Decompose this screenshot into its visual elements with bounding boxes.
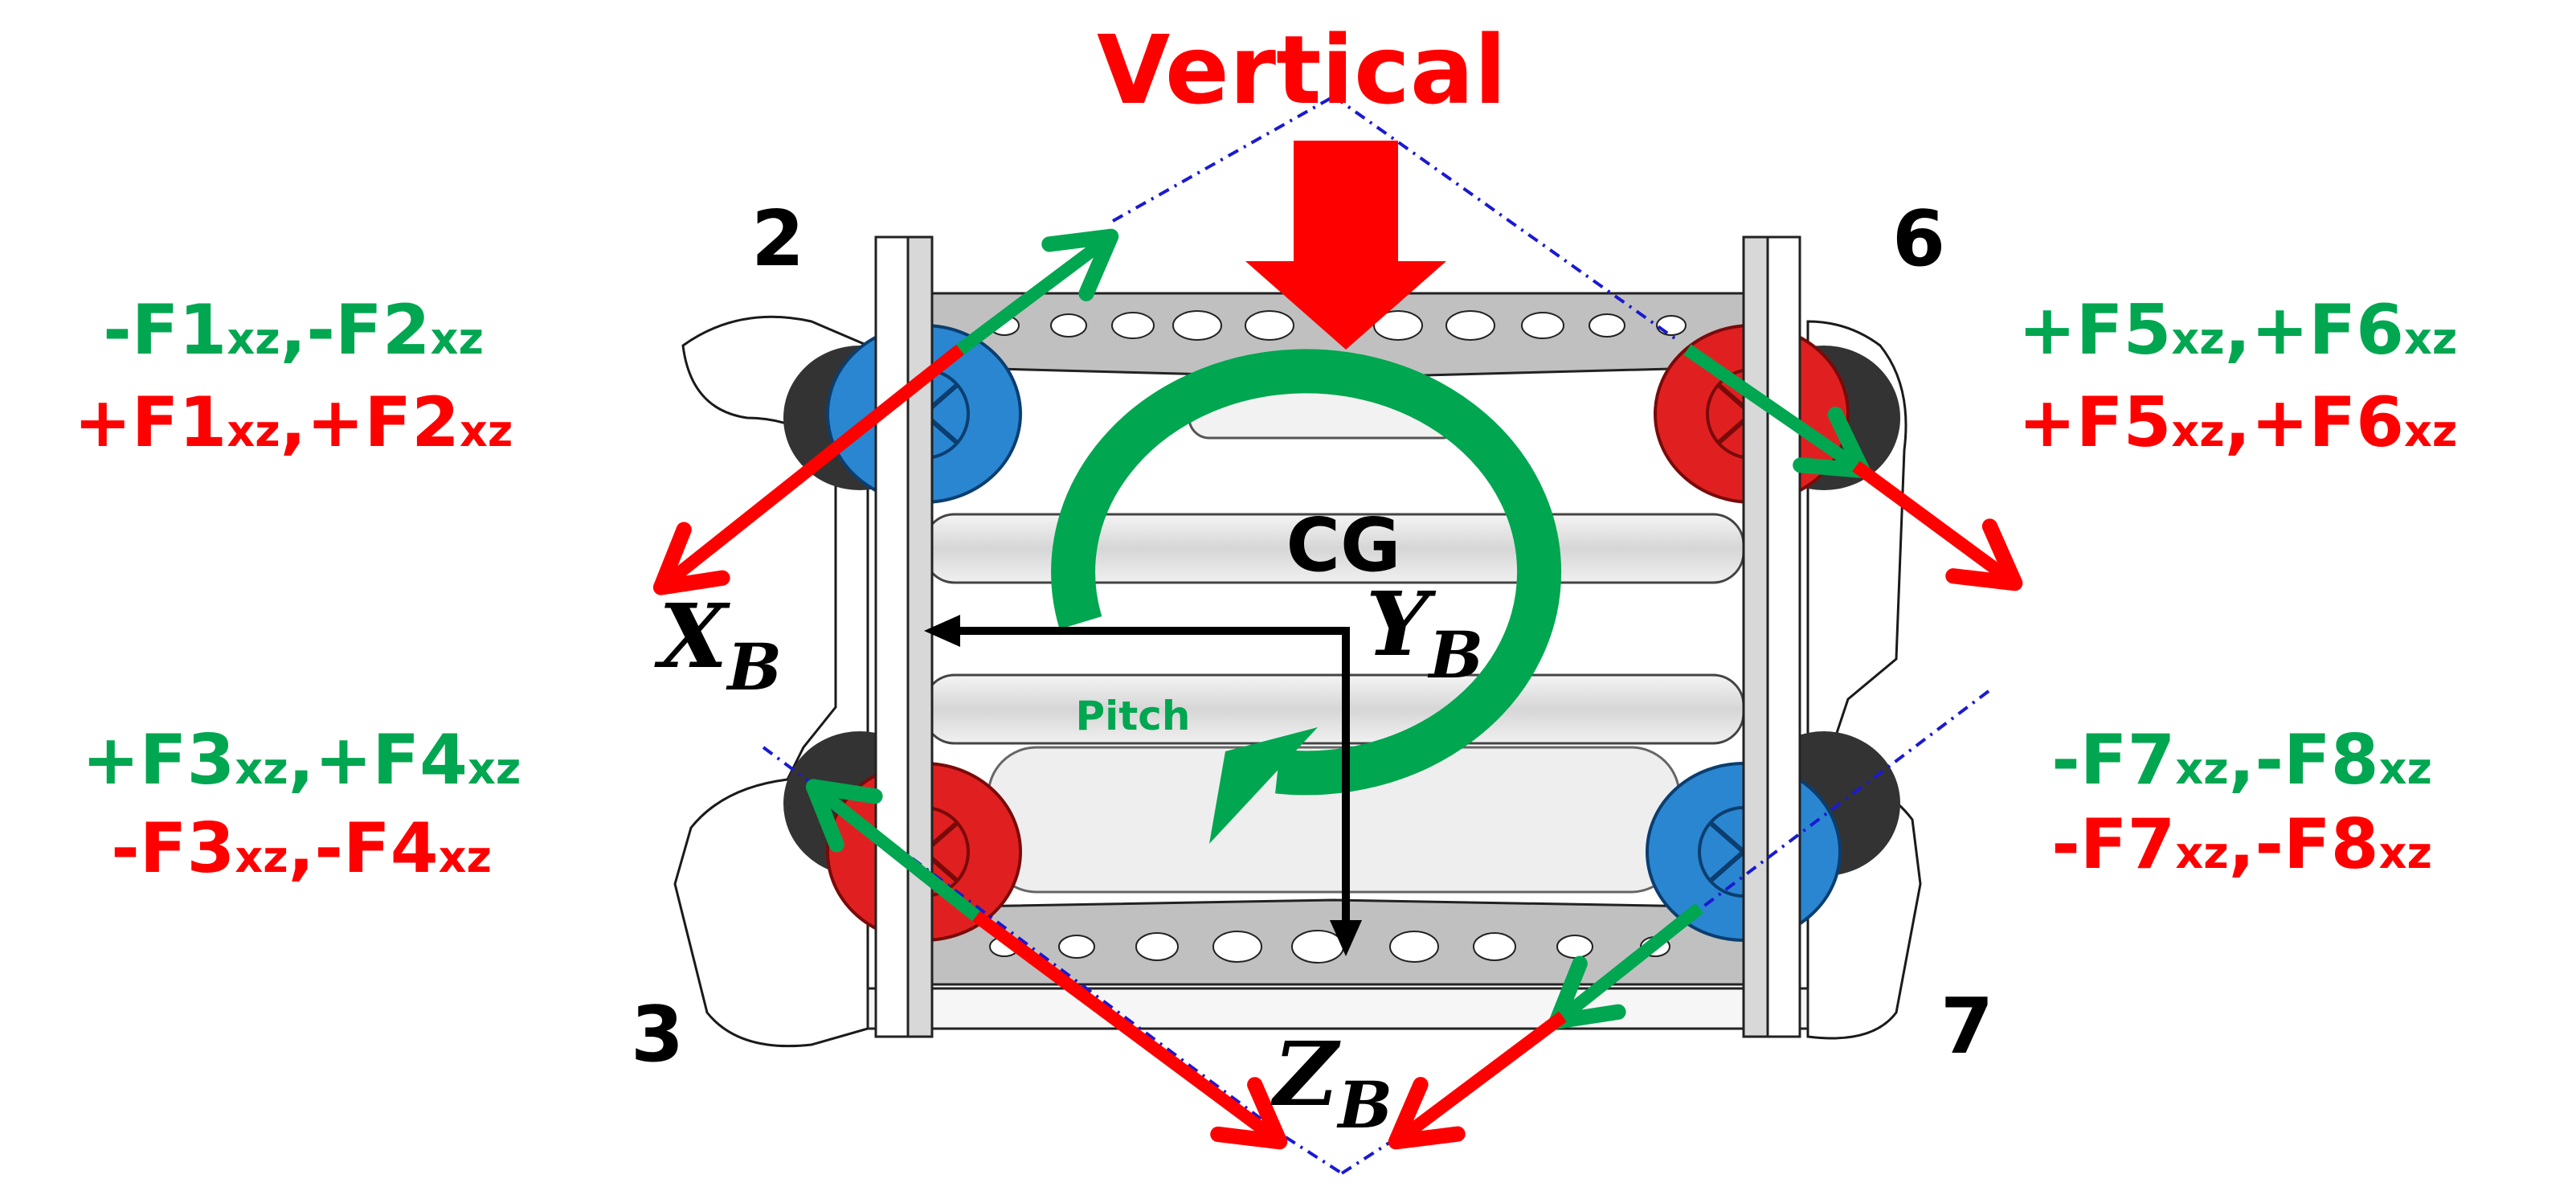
cg-label: CG <box>1286 502 1400 588</box>
pitch-arrow-head <box>1209 727 1318 844</box>
force-label-bl-red: -F3xz,-F4xz <box>111 808 492 889</box>
arrow-bl-green <box>805 779 980 922</box>
force-label-tr-green: +F5xz,+F6xz <box>2018 290 2458 370</box>
arrow-tr-green <box>1683 344 1871 479</box>
right-post <box>1766 235 1801 1038</box>
left-post-inner <box>906 235 934 1038</box>
vertical-thrust-arrow <box>1245 141 1446 350</box>
right-post-inner <box>1742 235 1769 1038</box>
arrow-tl-red <box>652 344 964 595</box>
force-label-tl-green: -F1xz,-F2xz <box>103 290 484 370</box>
thruster-number-7: 7 <box>1940 983 1993 1071</box>
force-label-tl-red: +F1xz,+F2xz <box>74 383 513 463</box>
lower-tube <box>922 673 1745 745</box>
arrow-br-green <box>1548 902 1703 1029</box>
force-label-br-red: -F7xz,-F8xz <box>2051 804 2432 885</box>
left-post <box>874 235 910 1038</box>
z-axis-label: ZB <box>1270 1022 1392 1143</box>
force-arrows <box>652 228 2023 1150</box>
arrow-tl-green <box>956 228 1119 355</box>
arrow-bl-red <box>972 910 1288 1150</box>
skid-bar <box>866 987 1809 1030</box>
y-axis-label: YB <box>1366 572 1483 693</box>
thruster-number-2: 2 <box>751 195 804 284</box>
force-label-bl-green: +F3xz,+F4xz <box>82 720 521 800</box>
body-axes <box>924 615 1362 956</box>
thruster-number-3: 3 <box>631 991 684 1079</box>
pitch-rotation-arrow <box>1051 349 1562 796</box>
arrow-tr-red <box>1852 460 2023 591</box>
force-label-tr-red: +F5xz,+F6xz <box>2018 383 2458 463</box>
force-label-br-green: -F7xz,-F8xz <box>2051 720 2432 800</box>
pitch-label: Pitch <box>1076 693 1191 739</box>
thruster-number-6: 6 <box>1892 195 1945 284</box>
x-axis-label: XB <box>654 584 782 705</box>
arrow-br-red <box>1388 1011 1567 1150</box>
top-rail-holes <box>989 310 1687 341</box>
diagram-title: Vertical <box>1097 14 1507 125</box>
